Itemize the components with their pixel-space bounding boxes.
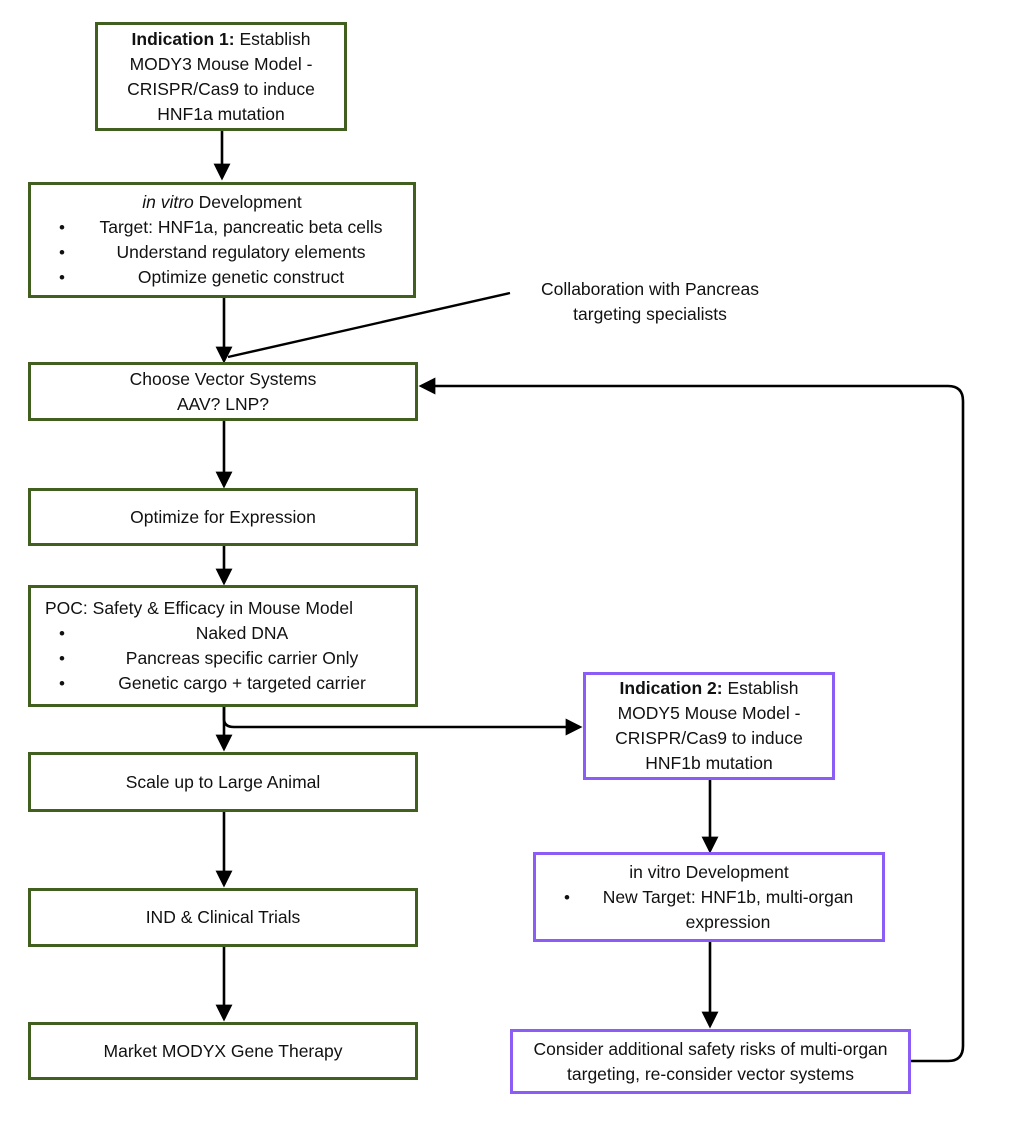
node-ind-line1: IND & Clinical Trials: [145, 907, 301, 927]
node-invitro2-heading: in vitro Development: [629, 861, 789, 882]
list-item: Naked DNA: [31, 621, 415, 646]
node-poc-bullets: Naked DNA Pancreas specific carrier Only…: [31, 621, 415, 696]
list-item: Target: HNF1a, pancreatic beta cells: [31, 215, 413, 240]
annotation-collaboration-line2: targeting specialists: [573, 304, 727, 324]
node-consider-line1: Consider additional safety risks of mult…: [533, 1038, 888, 1084]
list-item: Pancreas specific carrier Only: [31, 646, 415, 671]
node-indication1-text: Indication 1: Establish MODY3 Mouse Mode…: [98, 27, 344, 127]
node-indication1[interactable]: Indication 1: Establish MODY3 Mouse Mode…: [95, 22, 347, 131]
node-vector-line2: AAV? LNP?: [176, 393, 270, 414]
node-indication2-label-rest: Establish MODY5 Mouse Model - CRISPR/Cas…: [615, 678, 803, 773]
annotation-collaboration-line1: Collaboration with Pancreas: [541, 279, 759, 299]
connector-collaboration-note: [227, 291, 511, 359]
node-indication2-text: Indication 2: Establish MODY5 Mouse Mode…: [586, 676, 832, 776]
node-market-modyx-gene-therapy[interactable]: Market MODYX Gene Therapy: [28, 1022, 418, 1080]
node-ind-clinical-trials[interactable]: IND & Clinical Trials: [28, 888, 418, 947]
node-indication1-label-rest: Establish MODY3 Mouse Model - CRISPR/Cas…: [127, 28, 315, 124]
node-invitro1-heading-italic: in vitro: [142, 192, 194, 212]
node-invitro1-heading: in vitro Development: [31, 190, 413, 215]
node-choose-vector-systems[interactable]: Choose Vector Systems AAV? LNP?: [28, 362, 418, 421]
node-market-line1: Market MODYX Gene Therapy: [103, 1040, 343, 1061]
node-invitro2-bullets: New Target: HNF1b, multi-organ expressio…: [536, 885, 882, 935]
node-poc-safety-efficacy[interactable]: POC: Safety & Efficacy in Mouse Model Na…: [28, 585, 418, 707]
node-invitro1-bullets: Target: HNF1a, pancreatic beta cells Und…: [31, 215, 413, 290]
node-indication2[interactable]: Indication 2: Establish MODY5 Mouse Mode…: [583, 672, 835, 780]
list-item: Understand regulatory elements: [31, 240, 413, 265]
node-indication2-label-bold: Indication 2:: [619, 678, 723, 698]
node-invitro1-heading-rest: Development: [193, 192, 302, 212]
node-in-vitro-development-1[interactable]: in vitro Development Target: HNF1a, panc…: [28, 182, 416, 298]
list-item: Optimize genetic construct: [31, 265, 413, 290]
node-in-vitro-development-2[interactable]: in vitro Development New Target: HNF1b, …: [533, 852, 885, 942]
node-optimize-for-expression[interactable]: Optimize for Expression: [28, 488, 418, 546]
node-scale-up-large-animal[interactable]: Scale up to Large Animal: [28, 752, 418, 812]
list-item: New Target: HNF1b, multi-organ expressio…: [536, 885, 882, 935]
annotation-collaboration-note: Collaboration with Pancreas targeting sp…: [520, 277, 780, 327]
connector-poc-to-indication2: [222, 707, 583, 736]
node-poc-heading: POC: Safety & Efficacy in Mouse Model: [45, 598, 354, 618]
node-scaleup-line1: Scale up to Large Animal: [125, 771, 321, 792]
list-item: Genetic cargo + targeted carrier: [31, 671, 415, 696]
node-vector-line1: Choose Vector Systems: [129, 368, 317, 389]
node-optimize-line1: Optimize for Expression: [130, 506, 316, 527]
node-indication1-label-bold: Indication 1:: [131, 28, 235, 49]
node-consider-additional-safety-risks[interactable]: Consider additional safety risks of mult…: [510, 1029, 911, 1094]
